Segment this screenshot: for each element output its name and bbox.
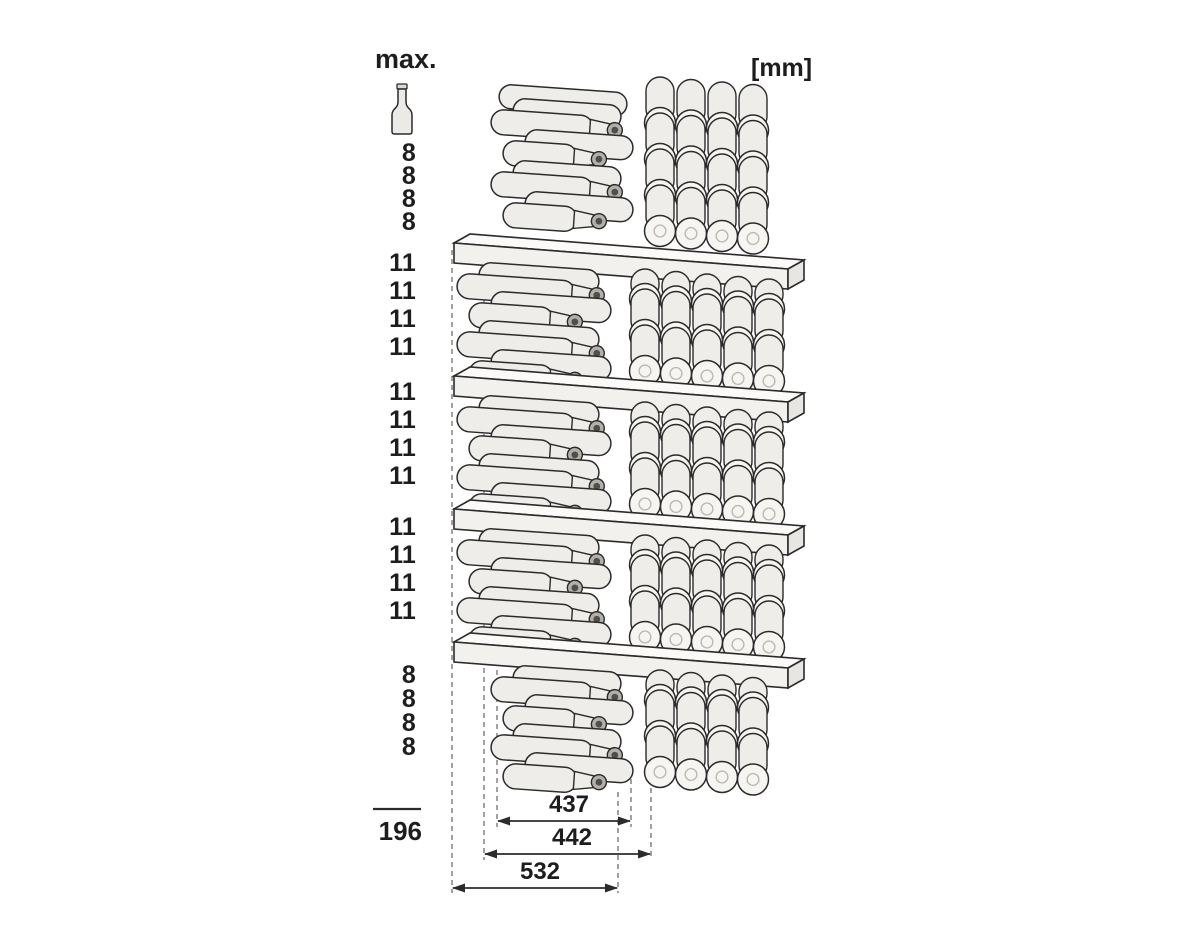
bottle-tier: [456, 395, 786, 531]
count-label: 8: [401, 685, 416, 713]
count-label: 11: [389, 378, 416, 406]
count-label: 11: [389, 333, 416, 361]
count-label: 11: [389, 277, 416, 305]
count-label: 11: [389, 249, 416, 277]
count-label: 8: [401, 139, 416, 167]
count-label: 11: [389, 513, 416, 541]
total-capacity: 196: [378, 816, 422, 846]
count-label: 8: [401, 162, 416, 190]
count-label: 8: [401, 733, 416, 761]
count-label: 11: [389, 305, 416, 333]
dimension-line: [452, 883, 618, 893]
dimension-line: [497, 816, 631, 826]
count-label: 8: [401, 661, 416, 689]
count-label: 8: [401, 185, 416, 213]
count-label: 8: [401, 709, 416, 737]
dimension-line: [484, 849, 651, 859]
count-label: 8: [401, 208, 416, 236]
dimension-label: 532: [519, 858, 561, 885]
dimension-label: 442: [551, 824, 593, 851]
count-label: 11: [389, 597, 416, 625]
unit-label: [mm]: [751, 54, 813, 82]
max-label: max.: [375, 44, 437, 74]
count-label: 11: [389, 541, 416, 569]
bottle-tier: [456, 528, 786, 664]
dimension-label: 437: [548, 791, 590, 818]
count-label: 11: [389, 434, 416, 462]
count-label: 11: [389, 462, 416, 490]
count-label: 11: [389, 569, 416, 597]
bottle-tier: [456, 262, 786, 398]
bottle-icon: [391, 83, 413, 135]
bottle-tier: [490, 665, 770, 796]
bottle-tier: [490, 76, 770, 255]
shelf-board: [451, 632, 807, 690]
count-label: 11: [389, 406, 416, 434]
